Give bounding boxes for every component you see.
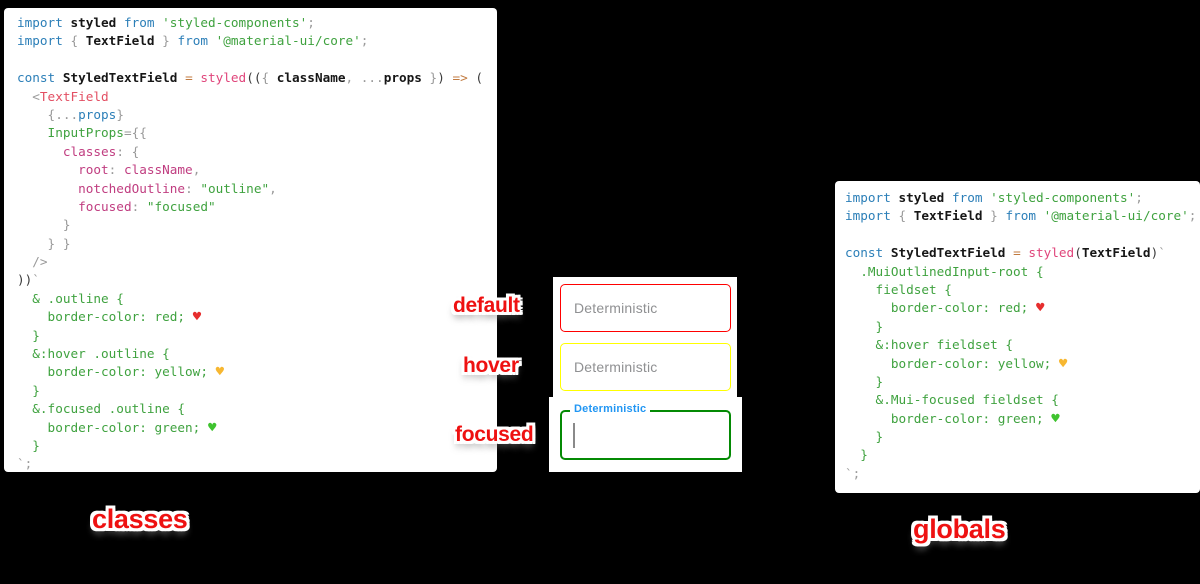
- code-line: const StyledTextField = styled(({ classN…: [17, 70, 484, 86]
- classes-code-block: import styled from 'styled-components'; i…: [4, 8, 497, 472]
- code-line: import styled from 'styled-components';: [845, 190, 1143, 205]
- code-line: &.focused .outline {: [17, 401, 186, 417]
- code-line: border-color: green; ♥: [845, 410, 1060, 427]
- code-line: `;: [17, 456, 33, 472]
- code-line: <TextField: [17, 88, 109, 104]
- code-line: import { TextField } from '@material-ui/…: [845, 208, 1197, 224]
- code-line: [845, 226, 1200, 244]
- code-line: border-color: red; ♥: [845, 300, 1045, 317]
- annotation-hover: hover: [463, 354, 519, 377]
- textfield-default-placeholder: Deterministic: [574, 300, 658, 316]
- code-line: } }: [17, 235, 71, 251]
- code-line: }: [17, 382, 40, 398]
- code-line: import styled from 'styled-components';: [17, 15, 315, 30]
- textfield-hover-placeholder: Deterministic: [574, 359, 658, 375]
- code-line: [17, 51, 497, 69]
- code-line: InputProps={{: [17, 125, 147, 141]
- code-line: &.Mui-focused fieldset {: [845, 392, 1059, 408]
- textfield-hover[interactable]: Deterministic: [560, 343, 731, 391]
- code-line: border-color: green; ♥: [17, 419, 217, 436]
- heart-icon: ♥: [215, 364, 225, 381]
- code-line: `;: [845, 465, 861, 481]
- code-line: .MuiOutlinedInput-root {: [845, 263, 1044, 279]
- heart-icon: ♥: [1051, 410, 1060, 427]
- heart-icon: ♥: [192, 309, 202, 326]
- heart-icon: ♥: [207, 419, 217, 436]
- code-line: import { TextField } from '@material-ui/…: [17, 33, 369, 49]
- code-line: notchedOutline: "outline",: [17, 180, 277, 196]
- code-line: }: [845, 447, 868, 463]
- textfield-focused[interactable]: Deterministic: [560, 403, 731, 460]
- code-line: classes: {: [17, 143, 140, 159]
- annotation-classes: classes: [92, 504, 188, 534]
- annotation-globals: globals: [913, 514, 1006, 544]
- textfield-default[interactable]: Deterministic: [560, 284, 731, 332]
- heart-icon: ♥: [1058, 355, 1068, 372]
- classes-code-panel: import styled from 'styled-components'; i…: [4, 8, 497, 472]
- code-line: &:hover .outline {: [17, 346, 170, 362]
- code-line: }: [17, 437, 40, 453]
- code-line: }: [845, 373, 884, 389]
- globals-code-block: import styled from 'styled-components'; i…: [835, 181, 1200, 483]
- text-cursor: [573, 423, 575, 448]
- code-line: }: [845, 429, 884, 445]
- code-line: fieldset {: [845, 281, 952, 297]
- code-line: border-color: yellow; ♥: [845, 355, 1068, 372]
- code-line: border-color: red; ♥: [17, 309, 202, 326]
- annotation-default: default: [453, 294, 520, 317]
- code-line: &:hover fieldset {: [845, 337, 1014, 353]
- code-line: }: [17, 327, 40, 343]
- code-line: const StyledTextField = styled(TextField…: [845, 245, 1166, 261]
- code-line: root: className,: [17, 162, 201, 178]
- annotation-focused: focused: [455, 423, 534, 446]
- globals-code-panel: import styled from 'styled-components'; i…: [835, 181, 1200, 493]
- textfield-focused-label: Deterministic: [570, 403, 651, 415]
- code-line: />: [17, 254, 48, 270]
- heart-icon: ♥: [1035, 300, 1045, 317]
- code-line: border-color: yellow; ♥: [17, 364, 225, 381]
- code-line: }: [17, 217, 71, 233]
- code-line: focused: "focused": [17, 198, 216, 214]
- code-line: & .outline {: [17, 290, 124, 306]
- code-line: {...props}: [17, 106, 124, 122]
- code-line: }: [845, 318, 884, 334]
- code-line: ))`: [17, 272, 40, 288]
